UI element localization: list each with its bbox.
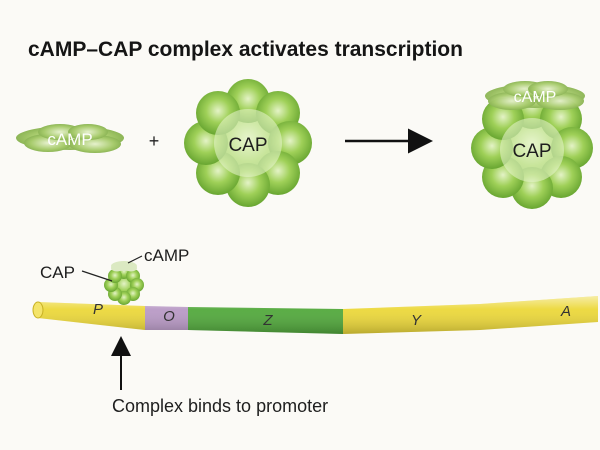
gene-label-a: A [560,303,571,320]
page-title: cAMP–CAP complex activates transcription [28,38,463,61]
gene-label-z: Z [262,312,273,329]
plus-sign: + [149,131,160,151]
camp-cap-complex: cAMP CAP [471,81,593,209]
complex-cap-label: CAP [512,141,551,162]
bound-complex [104,261,144,305]
dna-camp-label: cAMP [144,246,189,265]
gene-label-o: O [163,308,175,325]
cap-protein: CAP [184,79,312,207]
cap-label: CAP [228,135,267,156]
dna-cap-label: CAP [40,263,75,282]
cap-leader-line [81,270,113,282]
gene-label-y: Y [411,312,422,329]
camp-leader-line [127,255,143,264]
gene-label-p: P [93,301,103,318]
binding-note: Complex binds to promoter [112,396,328,416]
dna-strand [32,296,598,334]
complex-camp-label: cAMP [514,89,557,106]
camp-molecule: cAMP [16,124,124,153]
camp-label: cAMP [47,130,92,149]
